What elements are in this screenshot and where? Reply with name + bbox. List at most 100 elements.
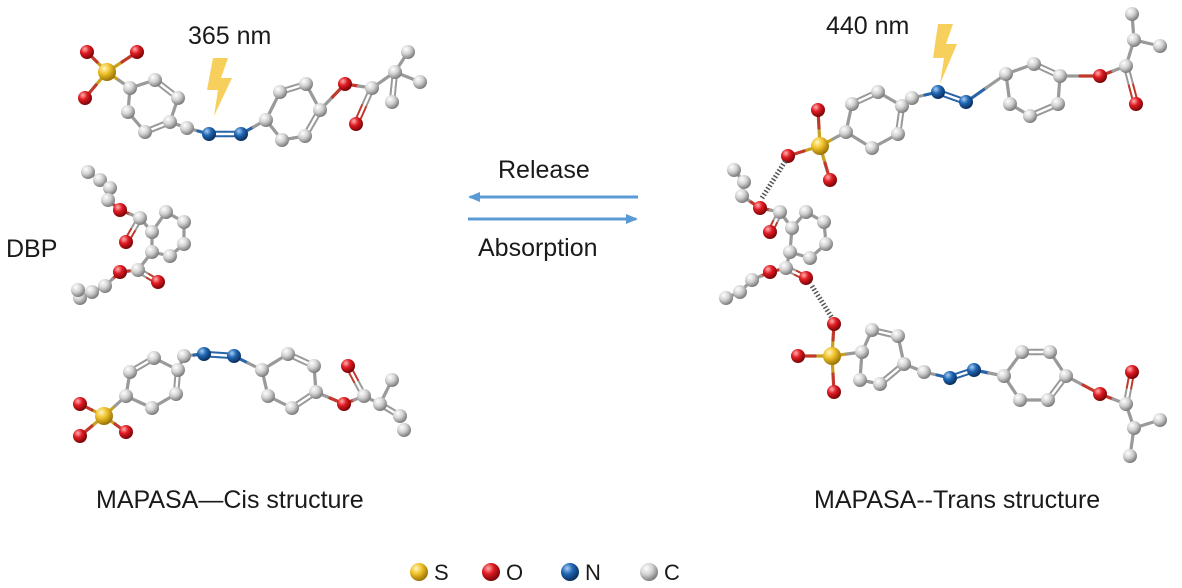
atom-O — [799, 271, 813, 285]
atom-C — [1041, 393, 1055, 407]
atom-C — [285, 401, 299, 415]
atom-C — [388, 65, 402, 79]
atom-C — [891, 127, 905, 141]
atom-C — [147, 351, 161, 365]
atom-N — [943, 371, 957, 385]
legend-label-s: S — [434, 560, 449, 585]
legend-sulfur-ball — [410, 563, 428, 581]
atom-O — [763, 265, 777, 279]
atom-C — [1123, 449, 1137, 463]
cis-bottom-molecule — [73, 347, 411, 443]
atom-C — [148, 73, 162, 87]
cis-top-molecule — [78, 45, 427, 147]
atom-C — [1119, 59, 1133, 73]
dbp-molecule-cis — [71, 165, 191, 305]
atom-C — [163, 115, 177, 129]
atom-C — [281, 347, 295, 361]
atom-C — [93, 173, 107, 187]
wavelength-label-cis: 365 nm — [188, 22, 272, 50]
legend-nitrogen-ball — [561, 563, 579, 581]
atom-C — [259, 113, 273, 127]
atom-C — [735, 189, 749, 203]
atom-C — [1053, 69, 1067, 83]
atom-C — [138, 125, 152, 139]
atom-C — [871, 85, 885, 99]
atom-O — [119, 235, 133, 249]
atom-O — [811, 103, 825, 117]
atom-C — [131, 263, 145, 277]
atom-C — [727, 163, 741, 177]
atom-C — [121, 105, 135, 119]
legend-carbon-ball — [640, 563, 658, 581]
atom-C — [819, 237, 833, 251]
lightning-icon-trans — [933, 24, 957, 84]
atom-C — [817, 215, 831, 229]
atom-N — [227, 349, 241, 363]
atom-C — [171, 91, 185, 105]
trans-caption: MAPASA--Trans structure — [814, 486, 1101, 514]
atom-O — [73, 429, 87, 443]
atom-C — [845, 97, 859, 111]
atom-S — [823, 347, 841, 365]
atom-N — [197, 347, 211, 361]
atom-C — [855, 345, 869, 359]
hydrogen-bond — [809, 284, 835, 320]
atom-O — [827, 385, 841, 399]
atom-C — [1043, 345, 1057, 359]
atom-C — [873, 377, 887, 391]
dbp-label: DBP — [6, 235, 58, 263]
atom-C — [785, 221, 799, 235]
atom-C — [895, 99, 909, 113]
atom-C — [119, 389, 133, 403]
atom-C — [261, 389, 275, 403]
atom-C — [393, 409, 407, 423]
atom-O — [78, 91, 92, 105]
atom-C — [123, 81, 137, 95]
atom-C — [299, 77, 313, 91]
atom-C — [145, 225, 159, 239]
atom-C — [101, 193, 115, 207]
atom-C — [891, 329, 905, 343]
wavelength-label-trans: 440 nm — [826, 12, 910, 40]
atom-C — [1015, 345, 1029, 359]
legend-oxygen-ball — [482, 563, 500, 581]
hydrogen-bond — [759, 158, 789, 200]
atom-O — [151, 275, 165, 289]
atom-C — [397, 423, 411, 437]
atom-C — [275, 133, 289, 147]
atom-C — [773, 205, 787, 219]
atom-C — [413, 75, 427, 89]
atom-C — [1051, 97, 1065, 111]
atom-C — [1153, 39, 1167, 53]
atom-C — [1013, 393, 1027, 407]
atom-C — [133, 211, 147, 225]
atom-O — [1129, 97, 1143, 111]
atom-C — [365, 81, 379, 95]
dbp-molecule-trans — [719, 158, 835, 320]
atom-O — [753, 201, 767, 215]
atom-N — [959, 95, 973, 109]
atom-S — [811, 137, 829, 155]
atom-C — [733, 285, 747, 299]
atom-C — [1059, 369, 1073, 383]
atom-O — [337, 397, 351, 411]
atom-C — [171, 363, 185, 377]
atom-C — [1153, 413, 1167, 427]
atom-O — [763, 225, 777, 239]
atom-C — [177, 349, 191, 363]
atom-C — [385, 95, 399, 109]
legend-label-n: N — [585, 560, 601, 585]
atom-O — [119, 425, 133, 439]
atom-C — [401, 45, 415, 59]
atom-O — [827, 317, 841, 331]
lightning-icon-cis — [207, 58, 232, 116]
atom-C — [177, 215, 191, 229]
atom-O — [1093, 69, 1107, 83]
atom-C — [917, 365, 931, 379]
trans-top-molecule — [781, 7, 1167, 187]
atom-C — [71, 283, 85, 297]
atom-C — [1125, 7, 1139, 21]
atom-C — [98, 279, 112, 293]
atom-C — [273, 85, 287, 99]
atom-C — [123, 365, 137, 379]
